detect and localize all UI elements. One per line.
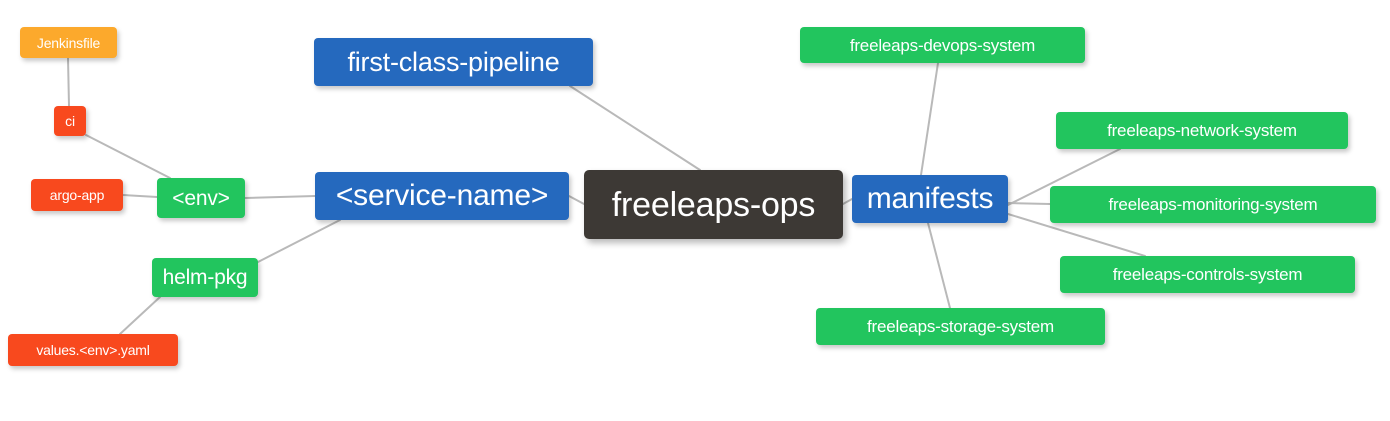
edge-root-to-manifests — [842, 198, 853, 205]
mindmap-node-jenkins[interactable]: Jenkinsfile — [20, 27, 117, 58]
mindmap-node-monitoring[interactable]: freeleaps-monitoring-system — [1050, 186, 1376, 223]
mindmap-node-helm[interactable]: helm-pkg — [152, 258, 258, 297]
mindmap-node-env[interactable]: <env> — [157, 178, 245, 218]
mindmap-node-manifests[interactable]: manifests — [852, 175, 1008, 223]
mindmap-node-pipeline[interactable]: first-class-pipeline — [314, 38, 593, 86]
edge-ci-to-env — [85, 134, 171, 179]
mindmap-node-network[interactable]: freeleaps-network-system — [1056, 112, 1348, 149]
edge-service-to-root — [568, 195, 585, 205]
edge-manifests-to-storage — [927, 222, 951, 309]
mindmap-node-devops[interactable]: freeleaps-devops-system — [800, 27, 1085, 63]
mindmap-node-service[interactable]: <service-name> — [315, 172, 569, 220]
edge-helm-to-values — [119, 296, 161, 335]
mindmap-node-values[interactable]: values.<env>.yaml — [8, 334, 178, 366]
mindmap-node-storage[interactable]: freeleaps-storage-system — [816, 308, 1105, 345]
edge-service-to-helm — [257, 219, 341, 263]
mindmap-node-controls[interactable]: freeleaps-controls-system — [1060, 256, 1355, 293]
mindmap-node-root[interactable]: freeleaps-ops — [584, 170, 843, 239]
edge-manifests-to-monitoring — [1007, 202, 1051, 205]
edge-pipeline-to-root — [569, 85, 701, 171]
edge-jenkins-to-ci — [67, 57, 70, 107]
mindmap-node-argo[interactable]: argo-app — [31, 179, 123, 211]
edge-manifests-to-devops — [920, 62, 939, 176]
edge-argo-to-env — [122, 194, 158, 198]
edge-env-to-service — [244, 195, 316, 199]
mindmap-node-ci[interactable]: ci — [54, 106, 86, 136]
